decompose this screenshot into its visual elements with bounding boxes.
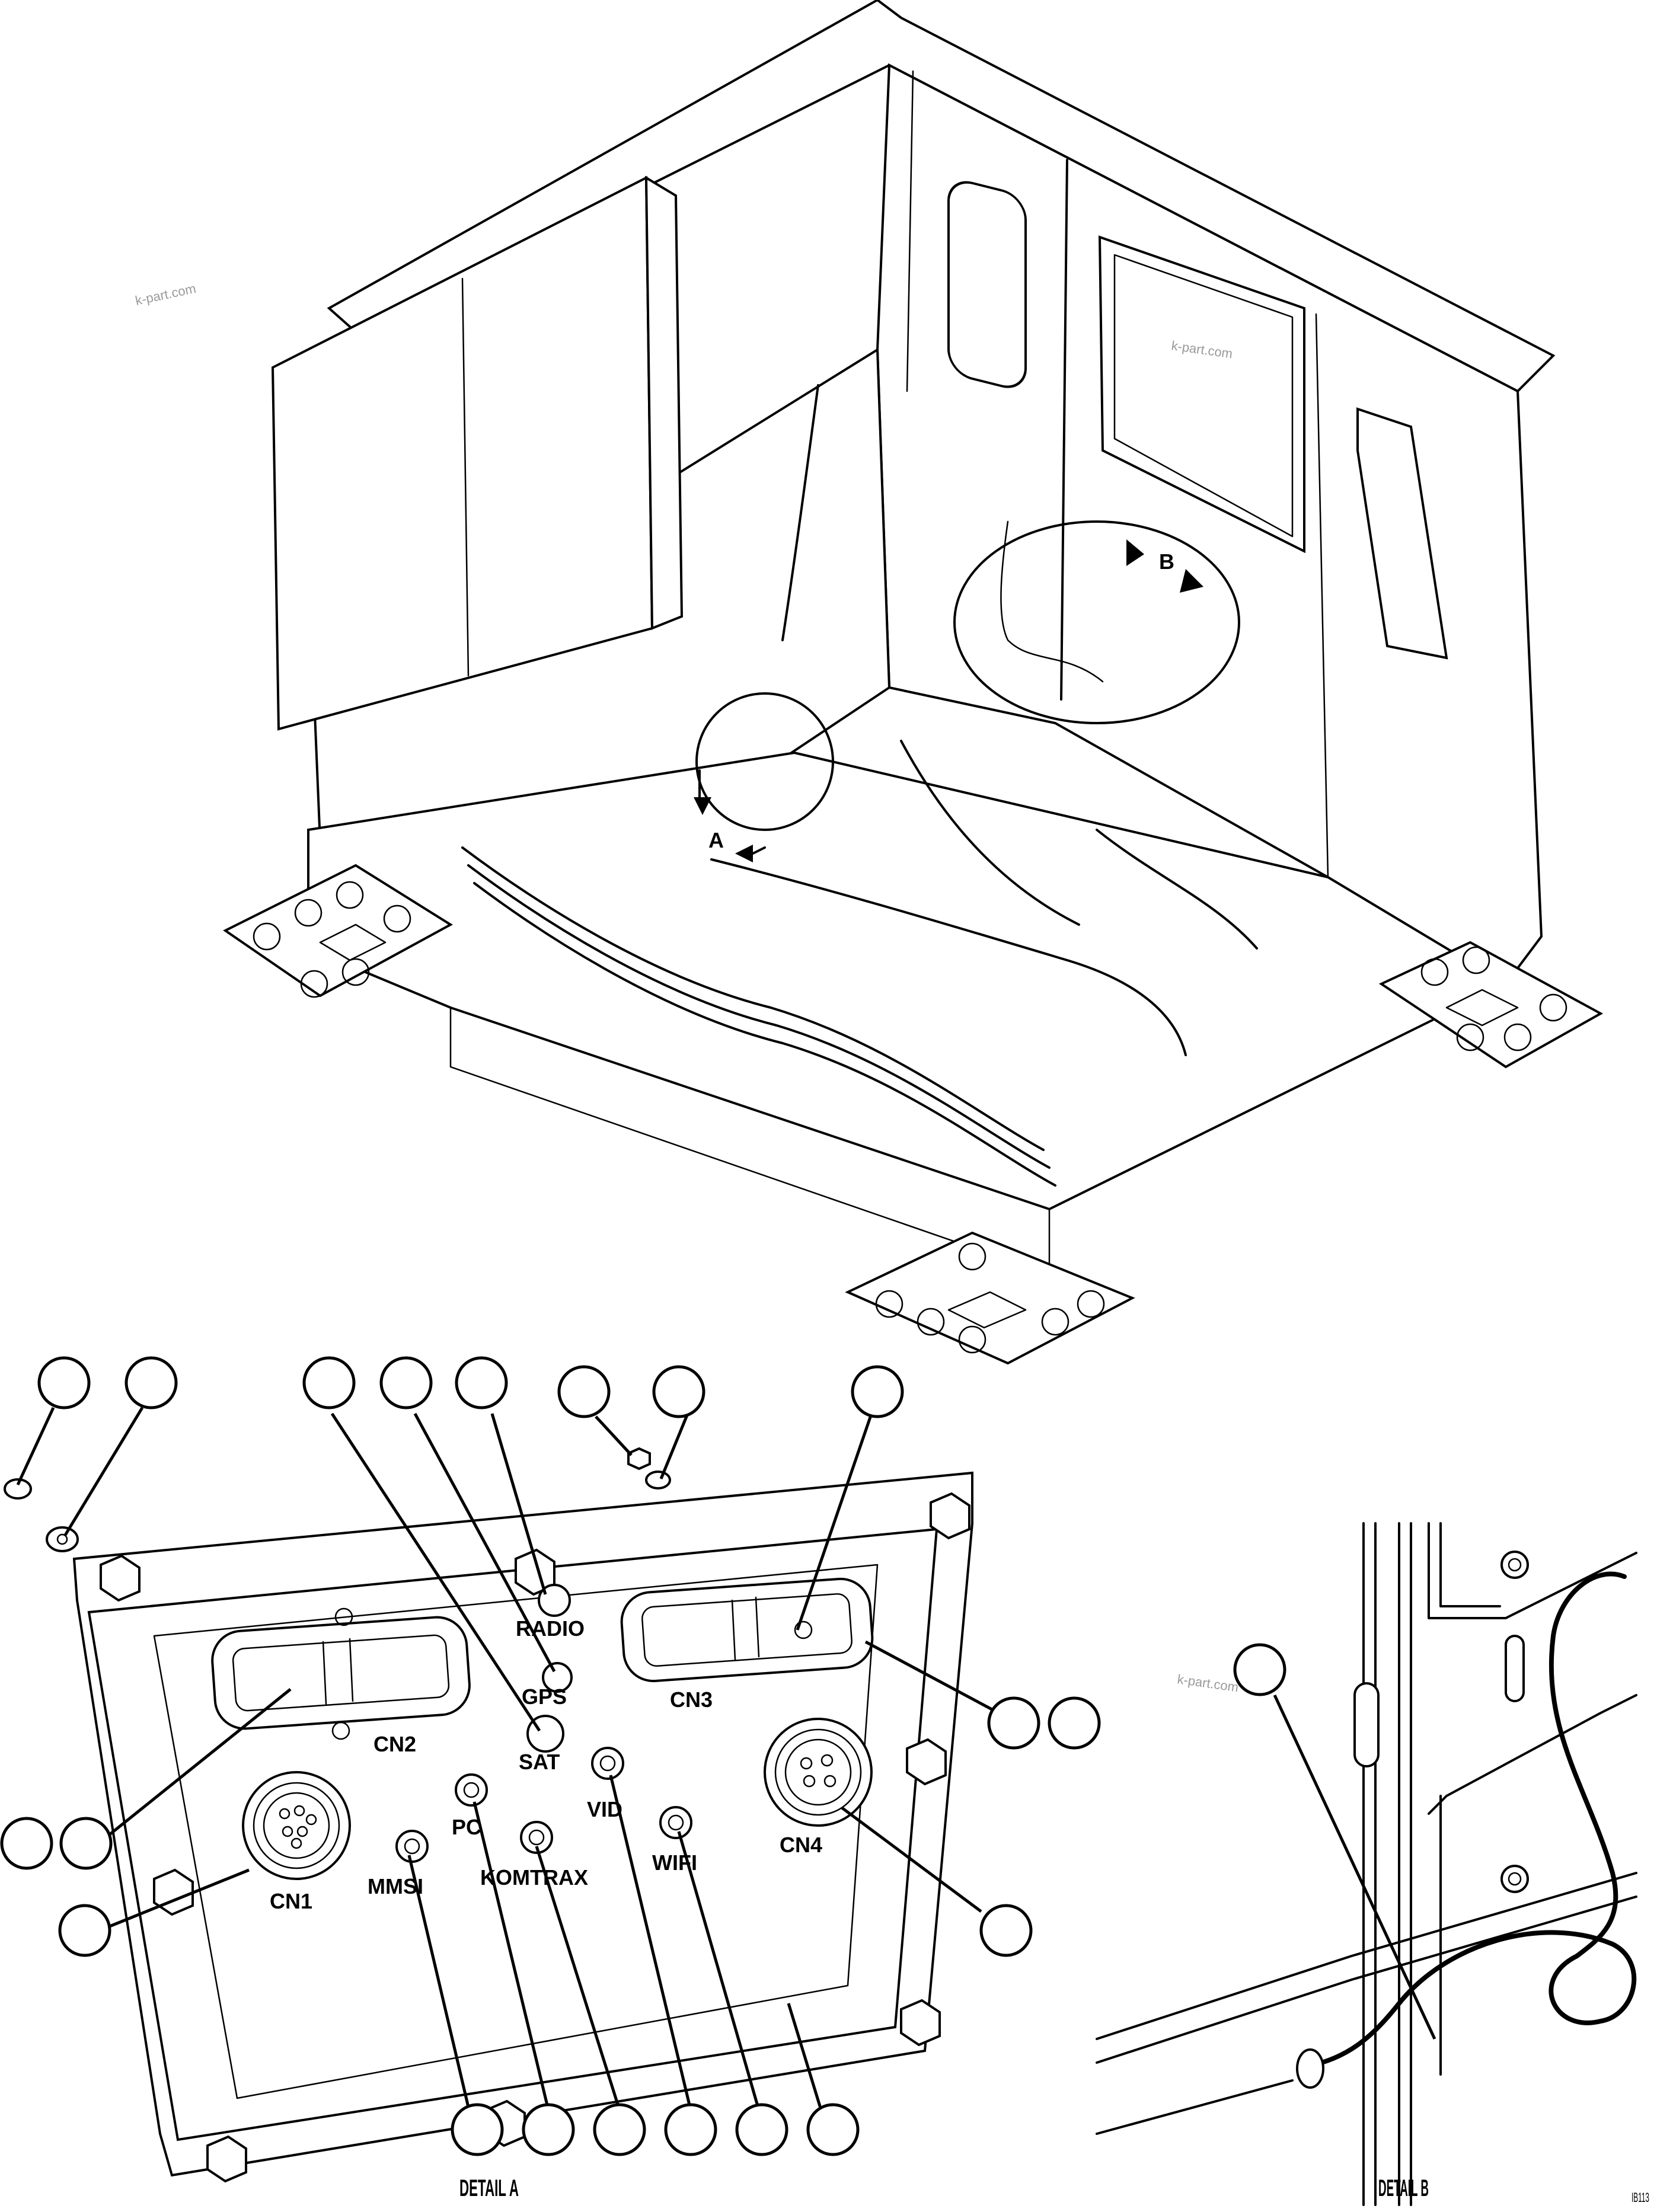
watermark: k-part.com	[1176, 1671, 1239, 1695]
callout-bubble	[37, 1356, 91, 1409]
cn3-connector	[620, 1577, 874, 1683]
loose-hardware	[4, 1447, 671, 1552]
label-gps: GPS	[522, 1684, 567, 1709]
callout-bubble	[522, 2103, 575, 2156]
detail-b-leader	[1273, 1694, 1436, 2040]
callout-bubble	[664, 2103, 717, 2156]
callout-bubble	[455, 1356, 508, 1409]
section-mark-b: B	[1159, 549, 1174, 574]
cab-window-side	[1356, 407, 1448, 660]
callout-bubble	[593, 2103, 646, 2156]
callout-bubble	[302, 1356, 356, 1409]
callout-bubble	[851, 1365, 904, 1418]
callout-bubble	[451, 2103, 504, 2156]
callout-bubble	[806, 2103, 860, 2156]
callout-bubble	[58, 1904, 111, 1957]
watermark: k-part.com	[134, 281, 197, 308]
callout-bubble	[1233, 1643, 1286, 1696]
figure-code: IB113	[1632, 2190, 1649, 2205]
cn4-connector	[764, 1718, 873, 1827]
detail-a-caption: DETAIL A	[459, 2175, 519, 2201]
section-mark-a: A	[708, 828, 724, 852]
callout-bubble	[0, 1817, 53, 1870]
label-sat: SAT	[519, 1750, 560, 1774]
mount-pad-front	[845, 1231, 1135, 1365]
detail-a-leaders	[16, 1407, 994, 2111]
callout-bubble	[379, 1356, 433, 1409]
detail-b-view: DETAIL B IB113	[1096, 1522, 1649, 2206]
small-ports	[395, 1584, 692, 1863]
callout-bubble	[124, 1356, 178, 1409]
label-cn2: CN2	[373, 1732, 416, 1756]
mount-pad-right	[1378, 941, 1604, 1069]
callout-bubble	[652, 1365, 705, 1418]
mount-pad-left	[223, 864, 453, 998]
label-cn3: CN3	[670, 1687, 713, 1712]
label-komtrax: KOMTRAX	[480, 1865, 588, 1890]
callout-bubble	[1048, 1696, 1101, 1750]
cab-main-view: A B	[223, 0, 1604, 1365]
label-cn1: CN1	[270, 1889, 312, 1913]
detail-a-indicator	[695, 692, 834, 831]
label-pc: PC	[452, 1815, 481, 1839]
cab-window-small	[947, 181, 1027, 388]
detail-b-caption: DETAIL B	[1378, 2175, 1429, 2201]
callout-bubble	[979, 1904, 1033, 1957]
callout-bubble	[557, 1365, 611, 1418]
callout-bubble	[735, 2103, 788, 2156]
label-cn4: CN4	[780, 1833, 822, 1857]
wire-harness	[461, 384, 1258, 1187]
detail-b-indicator	[953, 520, 1240, 724]
detail-a-callouts	[0, 1356, 1101, 2156]
cn1-connector	[242, 1771, 351, 1880]
callout-bubble	[987, 1696, 1040, 1750]
cab-window-large	[1098, 235, 1305, 554]
panel-bolts	[100, 1492, 970, 2183]
detail-b-cable	[1308, 1571, 1637, 2068]
callout-bubble	[59, 1817, 113, 1870]
detail-a-panel: CN2 CN3 CN1 CN4 RADIO GPS SAT PC MMSI KO…	[0, 1356, 1101, 2201]
